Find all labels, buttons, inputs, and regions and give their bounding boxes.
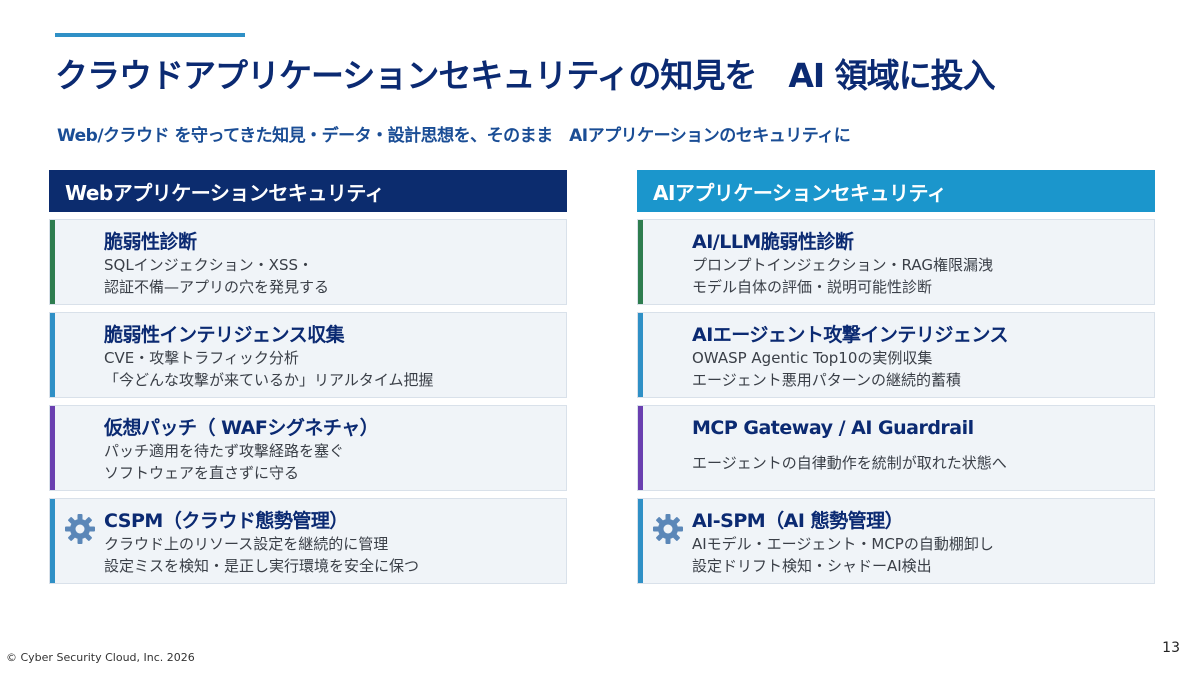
page-number: 13: [1162, 640, 1180, 656]
card-ai-spm: AI-SPM（AI 態勢管理） AIモデル・エージェント・MCPの自動棚卸し 設…: [637, 498, 1155, 584]
card-accent-bar: [50, 220, 55, 304]
gear-icon: [65, 514, 95, 544]
card-line-2: モデル自体の評価・説明可能性診断: [692, 278, 933, 296]
card-title: AI/LLM脆弱性診断: [692, 231, 854, 253]
web-column-header: Webアプリケーションセキュリティ: [49, 170, 567, 212]
card-title: MCP Gateway / AI Guardrail: [692, 417, 974, 439]
card-accent-bar: [50, 406, 55, 490]
card-accent-bar: [638, 313, 643, 397]
card-line-1: プロンプトインジェクション・RAG権限漏洩: [692, 256, 993, 274]
card-line-2: 設定ドリフト検知・シャドーAI検出: [692, 557, 932, 575]
card-title: CSPM（クラウド態勢管理）: [104, 510, 348, 532]
card-line-2: 設定ミスを検知・是正し実行環境を安全に保つ: [104, 557, 420, 575]
card-accent-bar: [638, 220, 643, 304]
card-ai-llm-assessment: AI/LLM脆弱性診断 プロンプトインジェクション・RAG権限漏洩 モデル自体の…: [637, 219, 1155, 305]
card-accent-bar: [638, 406, 643, 490]
card-title: 脆弱性インテリジェンス収集: [104, 324, 345, 346]
slide-title: クラウドアプリケーションセキュリティの知見を AI 領域に投入: [55, 56, 996, 95]
title-accent-line: [55, 33, 245, 37]
card-cspm: CSPM（クラウド態勢管理） クラウド上のリソース設定を継続的に管理 設定ミスを…: [49, 498, 567, 584]
card-virtual-patch: 仮想パッチ（ WAFシグネチャ） パッチ適用を待たず攻撃経路を塞ぐ ソフトウェア…: [49, 405, 567, 491]
card-line-1: パッチ適用を待たず攻撃経路を塞ぐ: [104, 442, 345, 460]
card-line-1: AIモデル・エージェント・MCPの自動棚卸し: [692, 535, 994, 553]
card-title: 仮想パッチ（ WAFシグネチャ）: [104, 417, 379, 439]
card-line-2: ソフトウェアを直さずに守る: [104, 464, 300, 482]
card-line-2: 「今どんな攻撃が来ているか」リアルタイム把握: [104, 371, 434, 389]
card-ai-agent-intelligence: AIエージェント攻撃インテリジェンス OWASP Agentic Top10の実…: [637, 312, 1155, 398]
card-title: AI-SPM（AI 態勢管理）: [692, 510, 904, 532]
card-line-1: CVE・攻撃トラフィック分析: [104, 349, 299, 367]
card-vulnerability-intelligence: 脆弱性インテリジェンス収集 CVE・攻撃トラフィック分析 「今どんな攻撃が来てい…: [49, 312, 567, 398]
card-mcp-gateway: MCP Gateway / AI Guardrail エージェントの自律動作を統…: [637, 405, 1155, 491]
card-line-2: 認証不備—アプリの穴を発見する: [104, 278, 330, 296]
ai-security-column: AIアプリケーションセキュリティ AI/LLM脆弱性診断 プロンプトインジェクシ…: [637, 170, 1155, 584]
card-title: AIエージェント攻撃インテリジェンス: [692, 324, 1009, 346]
card-line-2: エージェント悪用パターンの継続的蓄積: [692, 371, 961, 389]
slide-subtitle: Web/クラウド を守ってきた知見・データ・設計思想を、そのまま AIアプリケー…: [57, 126, 851, 146]
card-title: 脆弱性診断: [104, 231, 197, 253]
gear-icon: [653, 514, 683, 544]
copyright-footer: © Cyber Security Cloud, Inc. 2026: [6, 651, 195, 664]
card-accent-bar: [638, 499, 643, 583]
card-line-1: SQLインジェクション・XSS・: [104, 256, 314, 274]
web-security-column: Webアプリケーションセキュリティ 脆弱性診断 SQLインジェクション・XSS・…: [49, 170, 567, 584]
card-line-1: エージェントの自律動作を統制が取れた状態へ: [692, 454, 1007, 472]
card-accent-bar: [50, 313, 55, 397]
ai-column-header: AIアプリケーションセキュリティ: [637, 170, 1155, 212]
card-accent-bar: [50, 499, 55, 583]
card-vulnerability-assessment: 脆弱性診断 SQLインジェクション・XSS・ 認証不備—アプリの穴を発見する: [49, 219, 567, 305]
card-line-1: OWASP Agentic Top10の実例収集: [692, 349, 933, 367]
card-line-1: クラウド上のリソース設定を継続的に管理: [104, 535, 389, 553]
